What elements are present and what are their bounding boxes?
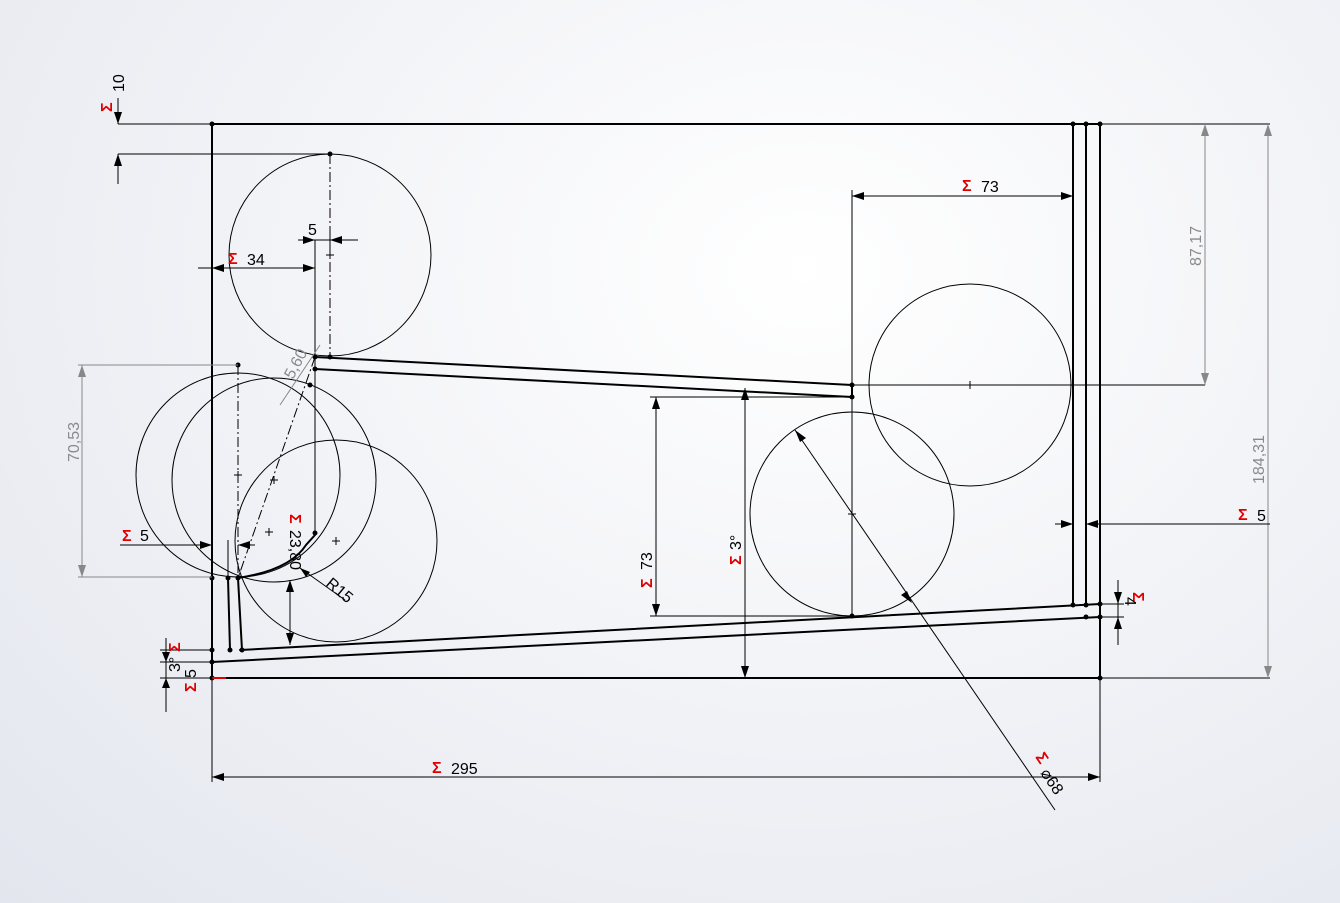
dim-5-right-label: 5 (1257, 508, 1266, 525)
dim-3deg-left-label: 3° (167, 657, 184, 672)
dim-r15[interactable]: R15 (299, 567, 356, 607)
sigma-icon: Σ (1129, 592, 1146, 602)
sigma-icon: Σ (432, 760, 442, 777)
dim-5-small-label: 5 (183, 669, 200, 678)
dim-r15-label: R15 (322, 575, 355, 607)
dim-73-vert-label: 73 (639, 552, 656, 570)
sigma-icon: Σ (1032, 750, 1052, 768)
dim-phi68-label: ⌀68 (1037, 766, 1066, 798)
dim-5-right[interactable]: Σ 5 (1055, 507, 1270, 528)
sketch-geometry[interactable] (211, 123, 1101, 679)
dim-70-53-label: 70,53 (66, 422, 83, 462)
sigma-icon: Σ (167, 642, 184, 652)
sigma-icon: Σ (639, 578, 656, 588)
dim-5-60[interactable]: 5,60 (279, 344, 321, 406)
dim-23-80-label: 23,80 (286, 530, 303, 570)
dim-5-top[interactable]: 5 (298, 222, 358, 250)
sketch-circles[interactable] (135, 153, 1072, 643)
dim-23-80[interactable]: Σ 23,80 (286, 514, 303, 645)
dim-184-31[interactable]: 184,31 (1251, 124, 1272, 678)
construction-lines (234, 123, 1270, 679)
dim-87-17-label: 87,17 (1188, 226, 1205, 266)
sigma-icon: Σ (962, 178, 972, 195)
dim-10[interactable]: Σ 10 (99, 74, 330, 184)
dim-73-top-label: 73 (981, 179, 999, 196)
dim-5-left[interactable]: Σ 5 (120, 528, 255, 578)
dim-87-17[interactable]: 87,17 (1188, 124, 1209, 385)
dim-3deg-left[interactable]: Σ 3° Σ 5 (160, 638, 226, 712)
dim-3deg-mid[interactable]: Σ 3° (728, 388, 749, 678)
sigma-icon: Σ (183, 682, 200, 692)
dim-3deg-mid-label: 3° (728, 535, 745, 550)
dim-295-label: 295 (451, 761, 478, 778)
dim-73-top[interactable]: Σ 73 (851, 178, 1073, 385)
sigma-icon: Σ (286, 514, 303, 524)
dim-295[interactable]: Σ 295 (211, 678, 1101, 782)
dim-4-label: 4 (1121, 597, 1138, 606)
dim-73-vert[interactable]: Σ 73 (639, 396, 852, 617)
dim-10-label: 10 (111, 74, 128, 92)
dim-4[interactable]: Σ 4 (1100, 580, 1146, 645)
dim-34-label: 34 (247, 252, 265, 269)
dim-70-53[interactable]: 70,53 (66, 364, 238, 578)
dim-34[interactable]: Σ 34 (198, 251, 315, 272)
sigma-icon: Σ (1238, 507, 1248, 524)
dim-5-top-label: 5 (308, 222, 317, 239)
sigma-icon: Σ (228, 251, 238, 268)
sigma-icon: Σ (122, 528, 132, 545)
sigma-icon: Σ (99, 102, 116, 112)
dim-5-left-label: 5 (140, 528, 149, 545)
sigma-icon: Σ (728, 555, 745, 565)
dim-184-31-label: 184,31 (1251, 435, 1268, 484)
